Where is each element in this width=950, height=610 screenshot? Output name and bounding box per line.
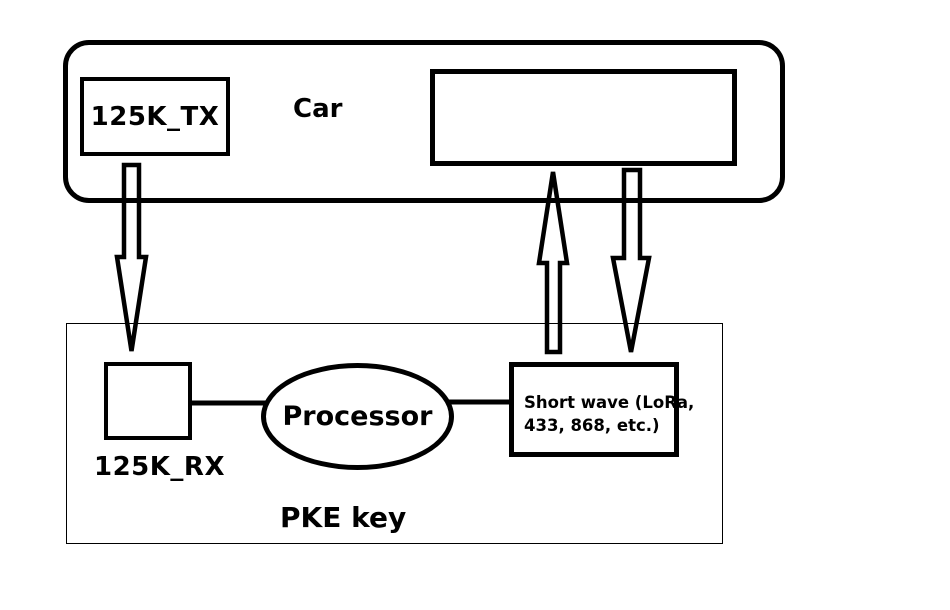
- tx-box-label: 125K_TX: [90, 101, 220, 132]
- shortwave-box: Short wave (LoRa, 433, 868, etc.): [509, 362, 695, 457]
- shortwave-label-line1: Short wave (LoRa,: [524, 393, 695, 412]
- tx-box: 125K_TX: [80, 77, 230, 156]
- rx-box-label: 125K_RX: [94, 452, 225, 482]
- processor-ellipse: Processor: [261, 363, 454, 470]
- rf-box: [430, 69, 737, 166]
- shortwave-label-line2: 433, 868, etc.): [524, 416, 660, 435]
- pke-key-label: PKE key: [280, 501, 407, 534]
- car-label: Car: [293, 94, 343, 124]
- rx-box: [104, 362, 192, 440]
- pke-key-container: [66, 323, 723, 544]
- processor-label: Processor: [282, 401, 433, 432]
- car-container: [63, 40, 785, 203]
